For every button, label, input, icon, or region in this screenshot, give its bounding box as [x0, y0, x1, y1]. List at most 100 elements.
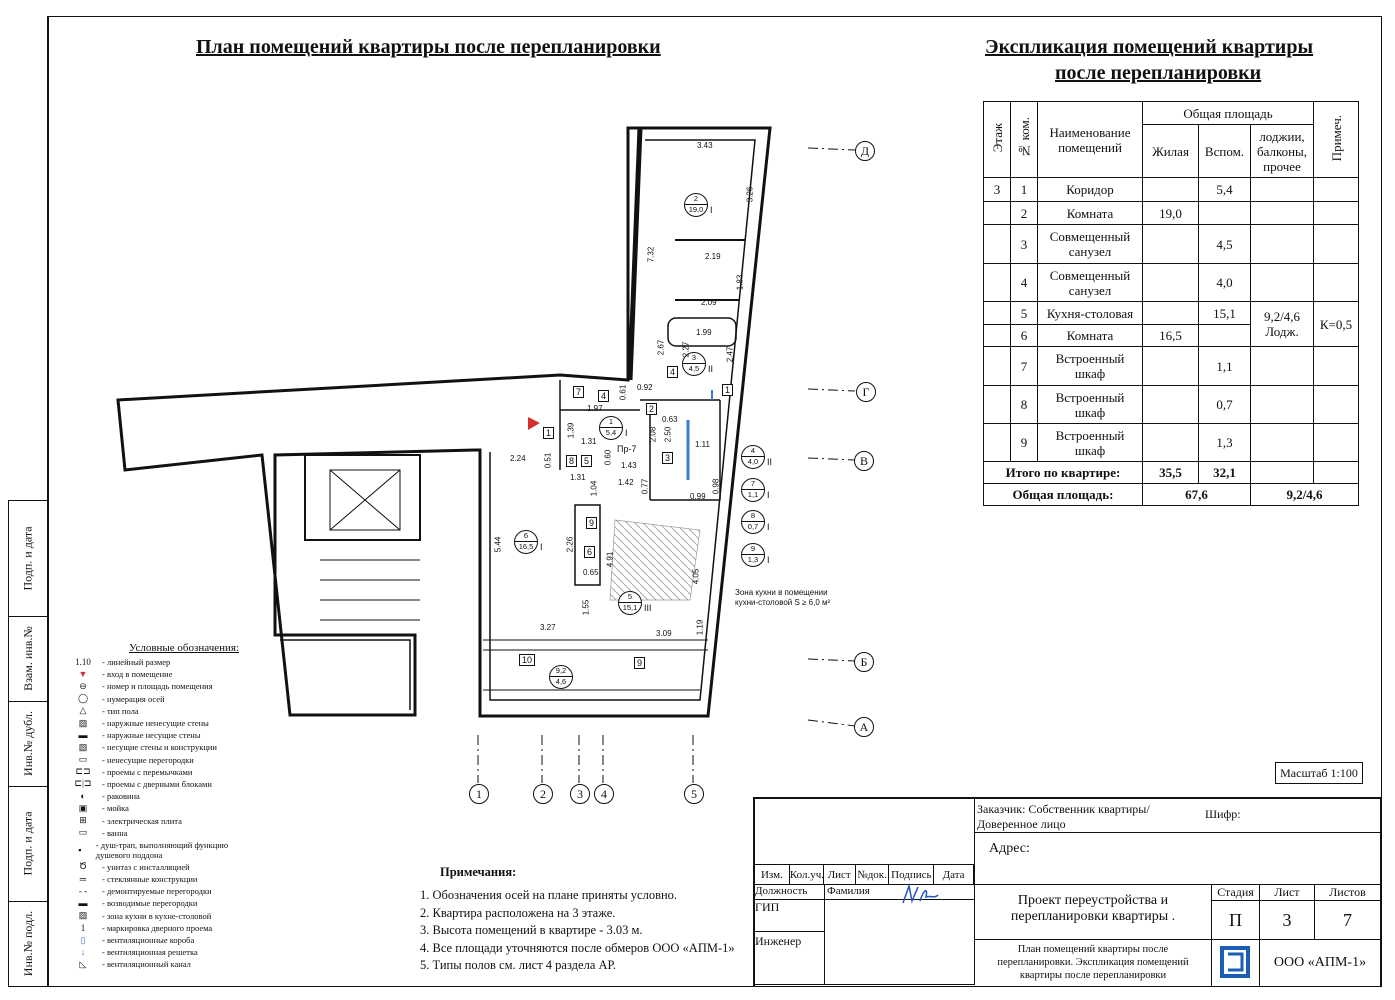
axis-marker: 5: [684, 784, 704, 804]
legend-label: - наружные ненесущие стены: [102, 718, 209, 729]
legend-item: ═- стеклянные конструкции: [64, 873, 264, 885]
legend-label: - демонтируемые перегородки: [102, 886, 212, 897]
legend-item: ◐- раковина: [64, 790, 264, 802]
dimension-label: 2.19: [705, 252, 721, 261]
legend-item: △- тип пола: [64, 705, 264, 717]
cell-living: 19,0: [1142, 201, 1199, 225]
legend-symbol-icon: Ծ: [79, 861, 87, 872]
door-mark: 6: [584, 546, 596, 558]
legend-symbol-icon: ▬: [78, 898, 88, 909]
dimension-label: 2.26: [565, 536, 575, 553]
room-number: 3: [691, 353, 697, 362]
legend-symbol-icon: - -: [78, 886, 88, 897]
legend-label: - наружные несущие стены: [102, 730, 201, 741]
scale-label: Масштаб 1:100: [1275, 762, 1363, 784]
cell-num: 4: [1010, 263, 1038, 302]
col-name: Наименование помещений: [1037, 101, 1143, 178]
legend-text: унитаз с инсталляцией: [106, 861, 190, 872]
legend-item: - - - демонтируемые перегородки: [64, 885, 264, 897]
dimension-label: 1.43: [621, 461, 637, 470]
dimension-label: 1.55: [581, 599, 591, 616]
room-number: 2: [693, 194, 699, 203]
legend-symbol-icon: ▬: [78, 730, 88, 741]
dimension-label: 5.44: [493, 536, 503, 553]
legend-label: - ненесущие перегородки: [102, 754, 194, 765]
note-item: 5. Типы полов см. лист 4 раздела АР.: [420, 958, 617, 972]
legend-text: зона кухни в кухне-столовой: [106, 910, 212, 921]
cell-aux: 1,1: [1198, 346, 1251, 386]
legend-symbol-icon: △: [79, 705, 87, 716]
cell-aux: 1,3: [1198, 423, 1251, 462]
stamp-surname: Фамилия: [825, 885, 975, 900]
dimension-label: 1.04: [589, 480, 599, 497]
legend-item: ⊞ - электрическая плита: [64, 814, 264, 826]
legend-text: стеклянные конструкции: [106, 874, 198, 885]
legend-item: Ծ- унитаз с инсталляцией: [64, 861, 264, 873]
dimension-label: 2.27: [681, 341, 691, 358]
legend-label: - электрическая плита: [102, 815, 182, 826]
legend-symbol-icon: ⊞: [79, 815, 87, 826]
area-label: Общая площадь:: [983, 483, 1143, 506]
dimension-label: 1.99: [696, 328, 712, 337]
axis-marker: Д: [855, 141, 875, 161]
room-number: 8: [750, 511, 756, 520]
legend-label: - стеклянные конструкции: [102, 874, 198, 885]
legend-label: - проемы с перемычками: [102, 766, 193, 777]
sheet-frame: [47, 16, 1382, 987]
stamp-stage: П: [1212, 901, 1260, 940]
legend-text: проемы с дверными блоками: [106, 778, 212, 789]
floor-type: I: [767, 555, 770, 565]
legend-text: линейный размер: [106, 657, 171, 668]
axis-marker: Г: [856, 382, 876, 402]
legend-item: ▨- зона кухни в кухне-столовой: [64, 910, 264, 922]
room-area: 1,1: [747, 490, 759, 499]
axis-marker: Б: [854, 652, 874, 672]
legend: Условные обозначения: 1.10- линейный раз…: [64, 642, 264, 971]
axis-marker: 1: [469, 784, 489, 804]
room-number: 9: [750, 544, 756, 553]
room-area: 5,4: [605, 428, 617, 437]
legend-label: - проемы с дверными блоками: [102, 778, 212, 789]
explication-table: Этаж № ком. Наименование помещений Общая…: [983, 101, 1359, 506]
legend-label: - нумерация осей: [102, 693, 165, 704]
legend-symbol-icon: ▭: [78, 754, 88, 765]
door-mark: 3: [662, 452, 674, 464]
legend-text: возводимые перегородки: [106, 898, 198, 909]
cell-name: Кухня-столовая: [1037, 301, 1143, 325]
entry-marker: [528, 417, 540, 430]
door-mark: 10: [519, 654, 536, 666]
legend-label: - вентиляционная решетка: [102, 947, 198, 958]
legend-item: ↓- вентиляционная решетка: [64, 946, 264, 958]
legend-text: вентиляционные короба: [106, 935, 195, 946]
legend-symbol-icon: ⊏|⊐: [74, 778, 92, 789]
legend-symbol-icon: 1: [80, 922, 86, 933]
area-loggia: 9,2/4,6: [1250, 483, 1359, 506]
stamp-engineer: Инженер: [755, 932, 825, 985]
room-area: 4,6: [555, 677, 567, 686]
cell-name: Совмещенный санузел: [1037, 263, 1143, 302]
dimension-label: 1.31: [581, 437, 597, 446]
cell-name: Совмещенный санузел: [1037, 224, 1143, 264]
legend-text: маркировка дверного проема: [106, 922, 213, 933]
legend-item: ▨- наружные ненесущие стены: [64, 717, 264, 729]
door-mark: 4: [667, 366, 679, 378]
legend-label: - возводимые перегородки: [102, 898, 198, 909]
legend-label: - вентиляционные короба: [102, 935, 195, 946]
room-number: 1: [608, 417, 614, 426]
cell-name: Встроенный шкаф: [1037, 346, 1143, 386]
kitchen-note: Зона кухни в помещении кухни-столовой S …: [735, 588, 831, 607]
dimension-label: 1.11: [695, 440, 710, 449]
legend-symbol-icon: ⊏⊐: [75, 766, 91, 777]
